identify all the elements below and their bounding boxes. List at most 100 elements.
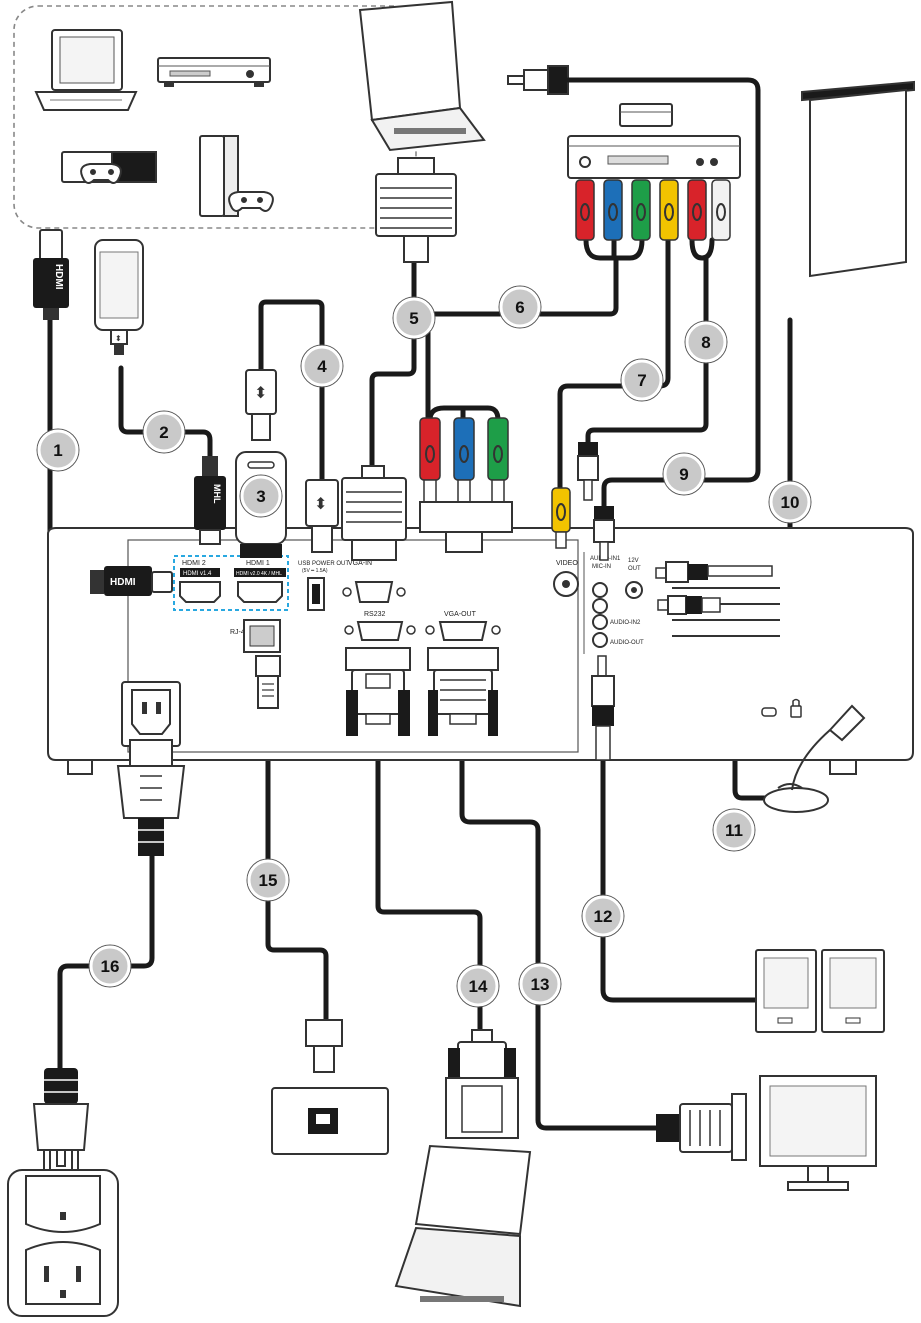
usb-plug-icon: ⬍ (305, 479, 339, 553)
vga-connector-icon (375, 157, 457, 263)
dvd-player-icon (567, 103, 741, 179)
cable-number-label: 16 (101, 957, 120, 976)
12v-out-label: OUT (628, 566, 641, 572)
rj45-label: RJ-45 (230, 629, 249, 636)
mic-in-label: MIC-IN (592, 564, 611, 570)
cable-number-label: 4 (317, 357, 327, 376)
cable-number-label: 15 (259, 871, 278, 890)
badge-ring (712, 808, 756, 852)
vga-in-port: VGA-IN (342, 560, 406, 603)
speaker-icon (755, 949, 817, 1033)
speaker-icon (821, 949, 885, 1033)
audio-jack-plug-icon (577, 442, 599, 501)
cable-number-badge: 14 (456, 964, 500, 1008)
cable-number-label: 7 (637, 371, 646, 390)
rs232-port: RS232 (344, 611, 416, 641)
badge-circle (685, 321, 727, 363)
cable-number-badge: 6 (498, 285, 542, 329)
badge-circle (499, 286, 541, 328)
cable-number-badge: 3 (239, 474, 283, 518)
hdmi-ports: HDMI 2 HDMI v1.4 HDMI 1 HDMI v2.0 4K / M… (173, 555, 289, 611)
badge-circle (247, 859, 289, 901)
audio-in1-port (592, 582, 608, 598)
audio-in2-label: AUDIO-IN2 (610, 620, 641, 626)
usb-dongle-icon: ⬍ (235, 369, 287, 558)
cable-number-label: 11 (725, 821, 743, 840)
rca-plug-icon (659, 179, 679, 241)
audio-jack-plug-icon (657, 595, 721, 615)
badge-circle (621, 359, 663, 401)
rca-plug-icon (603, 179, 623, 241)
hdmi2-port (179, 581, 221, 603)
usb-power-spec-label: (5V ━ 1.5A) (302, 568, 328, 574)
cable-number-label: 5 (409, 309, 418, 328)
cable-12-audio-out (600, 757, 759, 1003)
rs232-plug-icon (445, 1029, 519, 1139)
badge-circle (713, 809, 755, 851)
badge-ring (662, 452, 706, 496)
audio-jack-plug-icon (655, 561, 773, 583)
cable-6-component (425, 255, 619, 421)
game-console-icon (61, 151, 157, 184)
cable-13-vga-out (459, 717, 659, 1131)
badge-circle (519, 963, 561, 1005)
badge-ring (300, 344, 344, 388)
usb-symbol-dongle: ⬍ (254, 385, 267, 402)
cable-number-badge: 15 (246, 858, 290, 902)
badge-ring (768, 480, 812, 524)
vga-out-port: VGA-OUT (425, 611, 501, 641)
rca-plug-icon (575, 179, 595, 241)
cable-9-audio-3.5mm (565, 77, 761, 509)
badge-circle (582, 895, 624, 937)
hdmi1-version-label: HDMI v2.0 4K / MHL (236, 571, 282, 577)
dvd-player-icon (157, 57, 271, 87)
kensington-slot (761, 707, 777, 717)
hdmi1-port (237, 581, 283, 603)
audio-jack-plug-icon (591, 655, 615, 761)
power-plug-icon (116, 739, 186, 856)
badge-circle (143, 411, 185, 453)
cable-number-badge: 2 (142, 410, 186, 454)
cable-number-badge: 4 (300, 344, 344, 388)
badge-ring (239, 474, 283, 518)
cable-number-badge: 11 (712, 808, 756, 852)
usb-power-out: USB POWER OUT (5V ━ 1.5A) (298, 561, 349, 611)
cable-number-badge: 1 (36, 428, 80, 472)
rca-plug-icon (631, 179, 651, 241)
cable-number-label: 8 (701, 333, 710, 352)
cable-number-label: 9 (679, 465, 688, 484)
audio-jack-plug-icon (593, 506, 615, 561)
badge-circle (663, 453, 705, 495)
rj45-port: RJ-45 (230, 619, 281, 653)
vga-connector-icon (341, 465, 407, 561)
usb-symbol-text: ⬍ (115, 334, 122, 343)
usb-power-out-label: USB POWER OUT (298, 561, 349, 567)
audio-out-port (592, 632, 608, 648)
cable-4-usb (258, 299, 325, 483)
badge-ring (684, 320, 728, 364)
badge-circle (37, 429, 79, 471)
rs232-plug-icon (345, 647, 411, 736)
cable-number-label: 14 (469, 977, 488, 996)
cable-5-vga-in (369, 259, 417, 469)
vga-connector-icon (427, 647, 499, 736)
cable-number-badge: 10 (768, 480, 812, 524)
laptop-icon (394, 1144, 532, 1308)
cable-number-label: 2 (159, 423, 168, 442)
audio-in2-port (592, 614, 608, 630)
badge-ring (88, 944, 132, 988)
usb-symbol-plug: ⬍ (314, 496, 327, 513)
vga-connector-icon (656, 1093, 747, 1161)
cable-number-label: 1 (53, 441, 62, 460)
badge-circle (301, 345, 343, 387)
ethernet-plug-icon (255, 655, 281, 709)
badge-circle (240, 475, 282, 517)
badge-ring (142, 410, 186, 454)
audio-out-label: AUDIO-OUT (610, 640, 644, 646)
badge-ring (518, 962, 562, 1006)
badge-ring (36, 428, 80, 472)
rs232-label: RS232 (364, 611, 386, 618)
vga-out-label: VGA-OUT (444, 611, 477, 618)
